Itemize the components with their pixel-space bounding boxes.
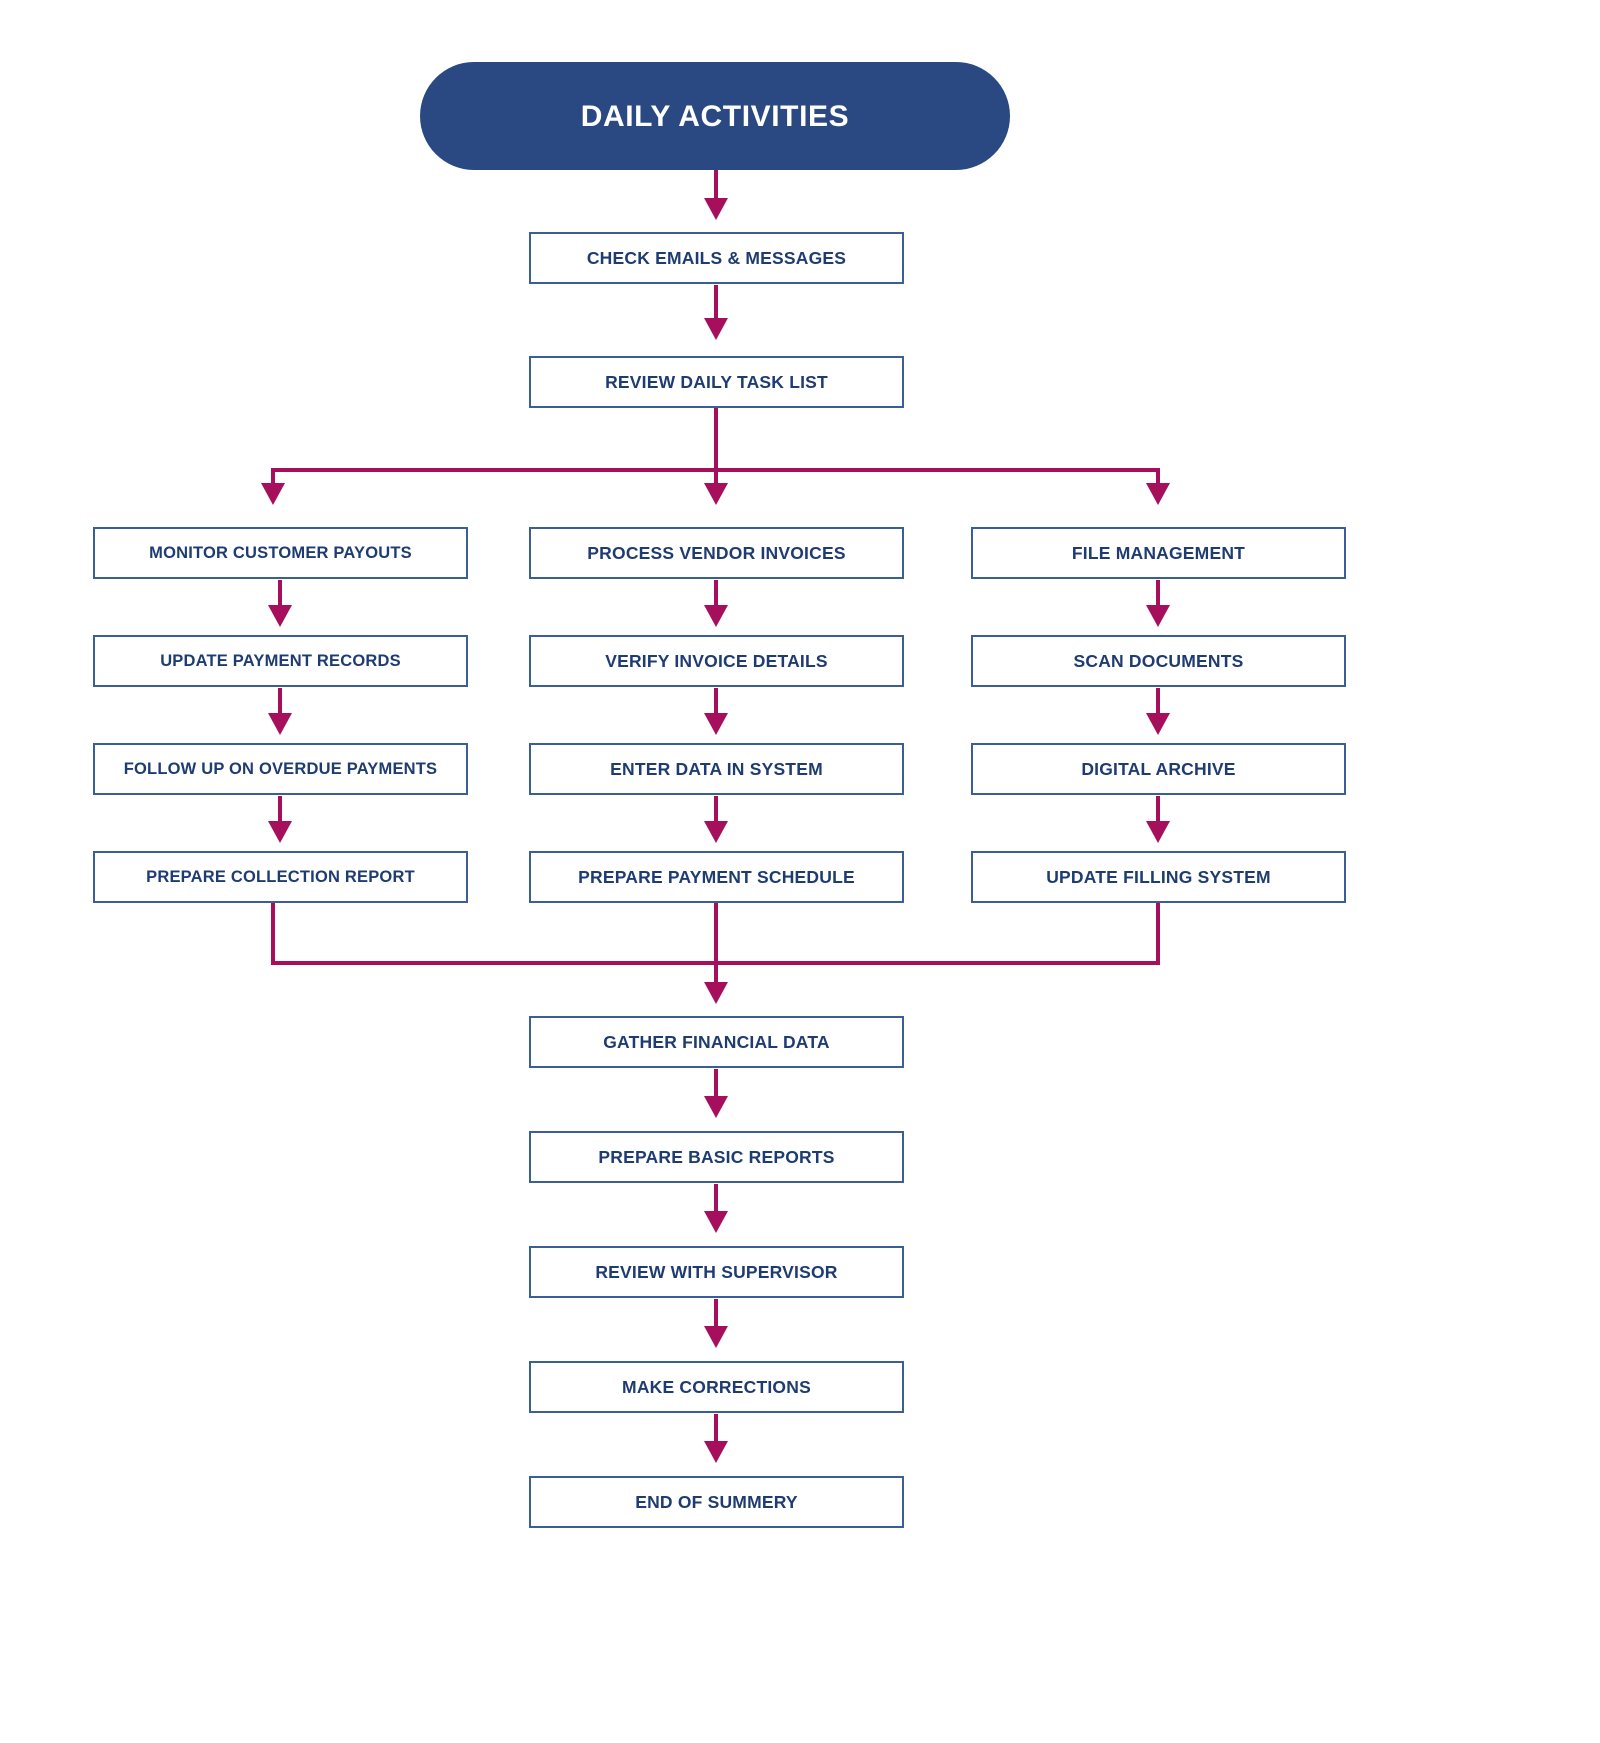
connector-col1-1 [278, 580, 282, 612]
node-make-corrections[interactable]: MAKE CORRECTIONS [529, 1361, 904, 1413]
arrowhead-bottom-4 [704, 1441, 728, 1463]
node-update-payment-records[interactable]: UPDATE PAYMENT RECORDS [93, 635, 468, 687]
arrowhead-bottom-3 [704, 1326, 728, 1348]
arrowhead-check-emails-to-review-task [704, 318, 728, 340]
arrowhead-col3-2 [1146, 713, 1170, 735]
node-label: END OF SUMMERY [635, 1491, 798, 1512]
node-label: FOLLOW UP ON OVERDUE PAYMENTS [123, 759, 438, 778]
node-check-emails-messages[interactable]: CHECK EMAILS & MESSAGES [529, 232, 904, 284]
connector-bottom-3 [714, 1299, 718, 1333]
arrowhead-col1-1 [268, 605, 292, 627]
connector-col1-3 [278, 796, 282, 828]
node-monitor-customer-payouts[interactable]: MONITOR CUSTOMER PAYOUTS [93, 527, 468, 579]
arrowhead-merge-to-gather-data [704, 982, 728, 1004]
node-label: REVIEW DAILY TASK LIST [605, 371, 828, 392]
node-label: MAKE CORRECTIONS [622, 1376, 811, 1397]
arrowhead-col1-3 [268, 821, 292, 843]
node-label: PREPARE BASIC REPORTS [598, 1146, 835, 1167]
node-update-filling-system[interactable]: UPDATE FILLING SYSTEM [971, 851, 1346, 903]
arrowhead-bottom-2 [704, 1211, 728, 1233]
node-verify-invoice-details[interactable]: VERIFY INVOICE DETAILS [529, 635, 904, 687]
node-label: VERIFY INVOICE DETAILS [605, 650, 828, 671]
arrowhead-col2-3 [704, 821, 728, 843]
connector-check-emails-to-review-task [714, 285, 718, 325]
node-label: CHECK EMAILS & MESSAGES [586, 247, 847, 268]
node-scan-documents[interactable]: SCAN DOCUMENTS [971, 635, 1346, 687]
connector-merge-stem [714, 961, 718, 989]
node-label: FILE MANAGEMENT [1071, 542, 1246, 563]
arrowhead-split-center [704, 483, 728, 505]
connector-col1-2 [278, 688, 282, 720]
connector-col3-2 [1156, 688, 1160, 720]
arrowhead-col2-1 [704, 605, 728, 627]
connector-split-stem [714, 408, 718, 472]
node-prepare-basic-reports[interactable]: PREPARE BASIC REPORTS [529, 1131, 904, 1183]
connector-split-drop-center [714, 468, 718, 490]
node-follow-up-overdue-payments[interactable]: FOLLOW UP ON OVERDUE PAYMENTS [93, 743, 468, 795]
connector-title-to-check-emails [714, 170, 718, 206]
connector-col2-3 [714, 796, 718, 828]
connector-split-drop-left [271, 468, 275, 490]
node-digital-archive[interactable]: DIGITAL ARCHIVE [971, 743, 1346, 795]
arrowhead-col3-1 [1146, 605, 1170, 627]
node-review-with-supervisor[interactable]: REVIEW WITH SUPERVISOR [529, 1246, 904, 1298]
connector-col3-1 [1156, 580, 1160, 612]
node-label: REVIEW WITH SUPERVISOR [595, 1261, 838, 1282]
connector-bottom-2 [714, 1184, 718, 1218]
node-prepare-collection-report[interactable]: PREPARE COLLECTION REPORT [93, 851, 468, 903]
node-prepare-payment-schedule[interactable]: PREPARE PAYMENT SCHEDULE [529, 851, 904, 903]
node-review-daily-task-list[interactable]: REVIEW DAILY TASK LIST [529, 356, 904, 408]
node-label: ENTER DATA IN SYSTEM [610, 758, 823, 779]
connector-split-drop-right [1156, 468, 1160, 490]
node-label: PREPARE COLLECTION REPORT [146, 867, 415, 886]
node-gather-financial-data[interactable]: GATHER FINANCIAL DATA [529, 1016, 904, 1068]
connector-merge-riser-left [271, 903, 275, 965]
arrowhead-split-right [1146, 483, 1170, 505]
node-label: MONITOR CUSTOMER PAYOUTS [149, 543, 412, 562]
arrowhead-split-left [261, 483, 285, 505]
connector-bottom-4 [714, 1414, 718, 1448]
connector-col3-3 [1156, 796, 1160, 828]
node-label: UPDATE PAYMENT RECORDS [160, 651, 401, 670]
flowchart-title-pill: DAILY ACTIVITIES [420, 62, 1010, 170]
node-file-management[interactable]: FILE MANAGEMENT [971, 527, 1346, 579]
node-label: GATHER FINANCIAL DATA [603, 1031, 830, 1052]
node-label: DIGITAL ARCHIVE [1081, 758, 1236, 779]
arrowhead-col1-2 [268, 713, 292, 735]
arrowhead-bottom-1 [704, 1096, 728, 1118]
arrowhead-col3-3 [1146, 821, 1170, 843]
connector-merge-riser-center [714, 903, 718, 965]
node-label: PREPARE PAYMENT SCHEDULE [578, 866, 855, 887]
node-label: PROCESS VENDOR INVOICES [587, 542, 846, 563]
node-label: UPDATE FILLING SYSTEM [1046, 866, 1271, 887]
connector-col2-1 [714, 580, 718, 612]
node-enter-data-in-system[interactable]: ENTER DATA IN SYSTEM [529, 743, 904, 795]
arrowhead-col2-2 [704, 713, 728, 735]
arrowhead-title-to-check-emails [704, 198, 728, 220]
node-end-of-summery[interactable]: END OF SUMMERY [529, 1476, 904, 1528]
node-process-vendor-invoices[interactable]: PROCESS VENDOR INVOICES [529, 527, 904, 579]
connector-merge-riser-right [1156, 903, 1160, 965]
node-label: SCAN DOCUMENTS [1073, 650, 1244, 671]
flowchart-title-label: DAILY ACTIVITIES [580, 99, 850, 133]
connector-bottom-1 [714, 1069, 718, 1103]
connector-col2-2 [714, 688, 718, 720]
